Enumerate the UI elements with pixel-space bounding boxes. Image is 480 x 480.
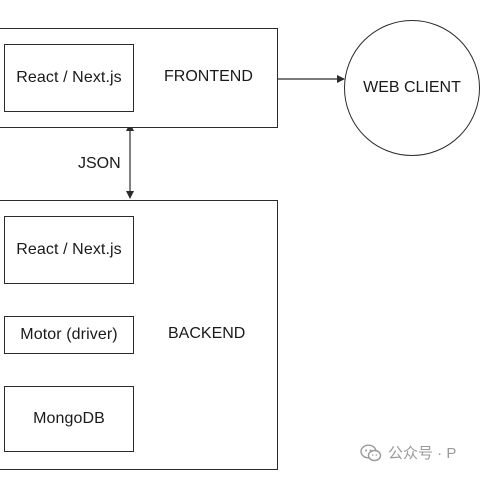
backend-component-motor: Motor (driver)	[4, 316, 134, 354]
wechat-icon	[360, 443, 382, 461]
watermark: 公众号 · P	[360, 442, 456, 463]
frontend-title: FRONTEND	[164, 68, 253, 85]
backend-component-mongodb: MongoDB	[4, 386, 134, 452]
backend-component-mongodb-label: MongoDB	[33, 410, 105, 427]
json-connector-label: JSON	[78, 155, 121, 172]
backend-title: BACKEND	[168, 325, 246, 342]
backend-component-react-label: React / Next.js	[16, 241, 122, 258]
backend-component-react: React / Next.js	[4, 216, 134, 284]
frontend-component-box: React / Next.js	[4, 44, 134, 112]
backend-component-motor-label: Motor (driver)	[20, 326, 118, 343]
web-client-label: WEB CLIENT	[363, 79, 461, 96]
watermark-text: 公众号 · P	[388, 445, 457, 462]
frontend-component-label: React / Next.js	[16, 69, 122, 86]
web-client-circle: WEB CLIENT	[344, 20, 480, 156]
